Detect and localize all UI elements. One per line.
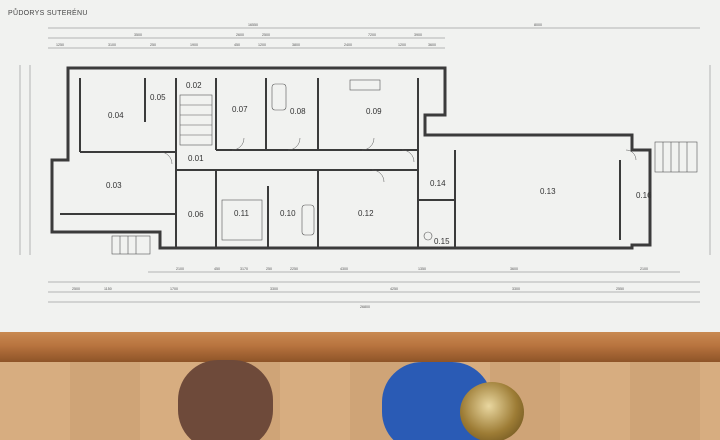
dim-top-overall-1: 16550 (248, 23, 258, 27)
door-swing (159, 151, 173, 165)
dim-top-row2-10: 3600 (428, 43, 436, 47)
dim-bottom-row1-5: 2250 (290, 267, 298, 271)
room-0-03: 0.03 (106, 181, 122, 190)
bathtub-fixture (271, 83, 287, 111)
dim-bottom-row1-7: 1350 (418, 267, 426, 271)
dim-bottom-row1-6: 4300 (340, 267, 348, 271)
dim-bottom-row1-1: 2100 (176, 267, 184, 271)
stair-block-interior (179, 94, 213, 146)
room-0-13: 0.13 (540, 187, 556, 196)
plan-title: PŮDORYS SUTERÉNU (8, 10, 88, 17)
dim-bottom-row1-9: 2100 (640, 267, 648, 271)
room-0-04: 0.04 (108, 111, 124, 120)
dimension-labels: 16550 8000 3500 2600 2500 7200 3900 1250… (56, 23, 648, 309)
fixtures (221, 79, 433, 241)
room-0-09: 0.09 (366, 107, 382, 116)
dim-bottom-row2-1: 2500 (72, 287, 80, 291)
kitchen-counter (349, 79, 381, 91)
wooden-floor (0, 362, 720, 440)
room-labels: 0.04 0.05 0.02 0.07 0.08 0.09 0.01 0.03 … (106, 81, 652, 246)
dim-top-overall-2: 8000 (534, 23, 542, 27)
dim-bottom-row2-4: 3300 (270, 287, 278, 291)
floor-plan: 16550 8000 3500 2600 2500 7200 3900 1250… (19, 23, 711, 309)
stairs (111, 94, 698, 255)
door-swing (287, 137, 301, 151)
dim-top-row2-9: 1200 (398, 43, 406, 47)
boiler-room-box (221, 199, 263, 241)
dim-bottom-row2-7: 2550 (616, 287, 624, 291)
dim-bottom-row1-3: 3170 (240, 267, 248, 271)
outer-walls (50, 66, 652, 250)
dim-top-row1-5: 3900 (414, 33, 422, 37)
door-swings (159, 137, 637, 183)
bottom-dimension-lines (48, 271, 700, 303)
room-0-16: 0.16 (636, 191, 652, 200)
dim-bottom-row1-2: 450 (214, 267, 220, 271)
bathtub-fixture (301, 204, 315, 236)
left-foot (178, 360, 273, 440)
blueprint-sheet: PŮDORYS SUTERÉNU 16550 8000 (0, 0, 720, 332)
room-0-05: 0.05 (150, 93, 166, 102)
dim-top-row2-7: 3800 (292, 43, 300, 47)
top-dimension-lines (19, 27, 711, 255)
room-0-14: 0.14 (430, 179, 446, 188)
dim-top-row2-4: 1900 (190, 43, 198, 47)
dim-top-row2-8: 2400 (344, 43, 352, 47)
dim-top-row1-2: 2600 (236, 33, 244, 37)
stair-block-exterior (654, 141, 698, 173)
dim-top-row2-2: 3100 (108, 43, 116, 47)
dim-bottom-row1-8: 3600 (510, 267, 518, 271)
dim-top-row2-1: 1250 (56, 43, 64, 47)
wooden-table-edge (0, 332, 720, 362)
room-0-08: 0.08 (290, 107, 306, 116)
room-0-06: 0.06 (188, 210, 204, 219)
dim-top-row1-3: 2500 (262, 33, 270, 37)
jar-lid (460, 382, 524, 440)
room-0-01: 0.01 (188, 154, 204, 163)
room-0-15: 0.15 (434, 237, 450, 246)
building-outline (50, 66, 652, 250)
dim-bottom-row2-2: 1150 (104, 287, 112, 291)
dim-top-row1-1: 3500 (134, 33, 142, 37)
door-swing (361, 137, 375, 151)
door-swing (231, 137, 245, 151)
dim-bottom-row2-6: 3300 (512, 287, 520, 291)
dim-top-row1-4: 7200 (368, 33, 376, 37)
dim-bottom-row1-4: 250 (266, 267, 272, 271)
dim-bottom-row2-3: 1700 (170, 287, 178, 291)
door-swing (401, 149, 415, 163)
room-0-11: 0.11 (234, 209, 250, 218)
dim-bottom-overall: 26800 (360, 305, 370, 309)
room-0-10: 0.10 (280, 209, 296, 218)
room-0-12: 0.12 (358, 209, 374, 218)
dim-bottom-row2-5: 4250 (390, 287, 398, 291)
stair-block-south (111, 235, 151, 255)
room-0-07: 0.07 (232, 105, 248, 114)
room-0-02: 0.02 (186, 81, 202, 90)
door-swing (371, 169, 385, 183)
dim-top-row2-6: 1200 (258, 43, 266, 47)
dim-top-row2-3: 250 (150, 43, 156, 47)
toilet-fixture (423, 231, 433, 241)
dim-top-row2-5: 450 (234, 43, 240, 47)
door-swing (625, 149, 637, 161)
inner-walls (60, 78, 621, 248)
